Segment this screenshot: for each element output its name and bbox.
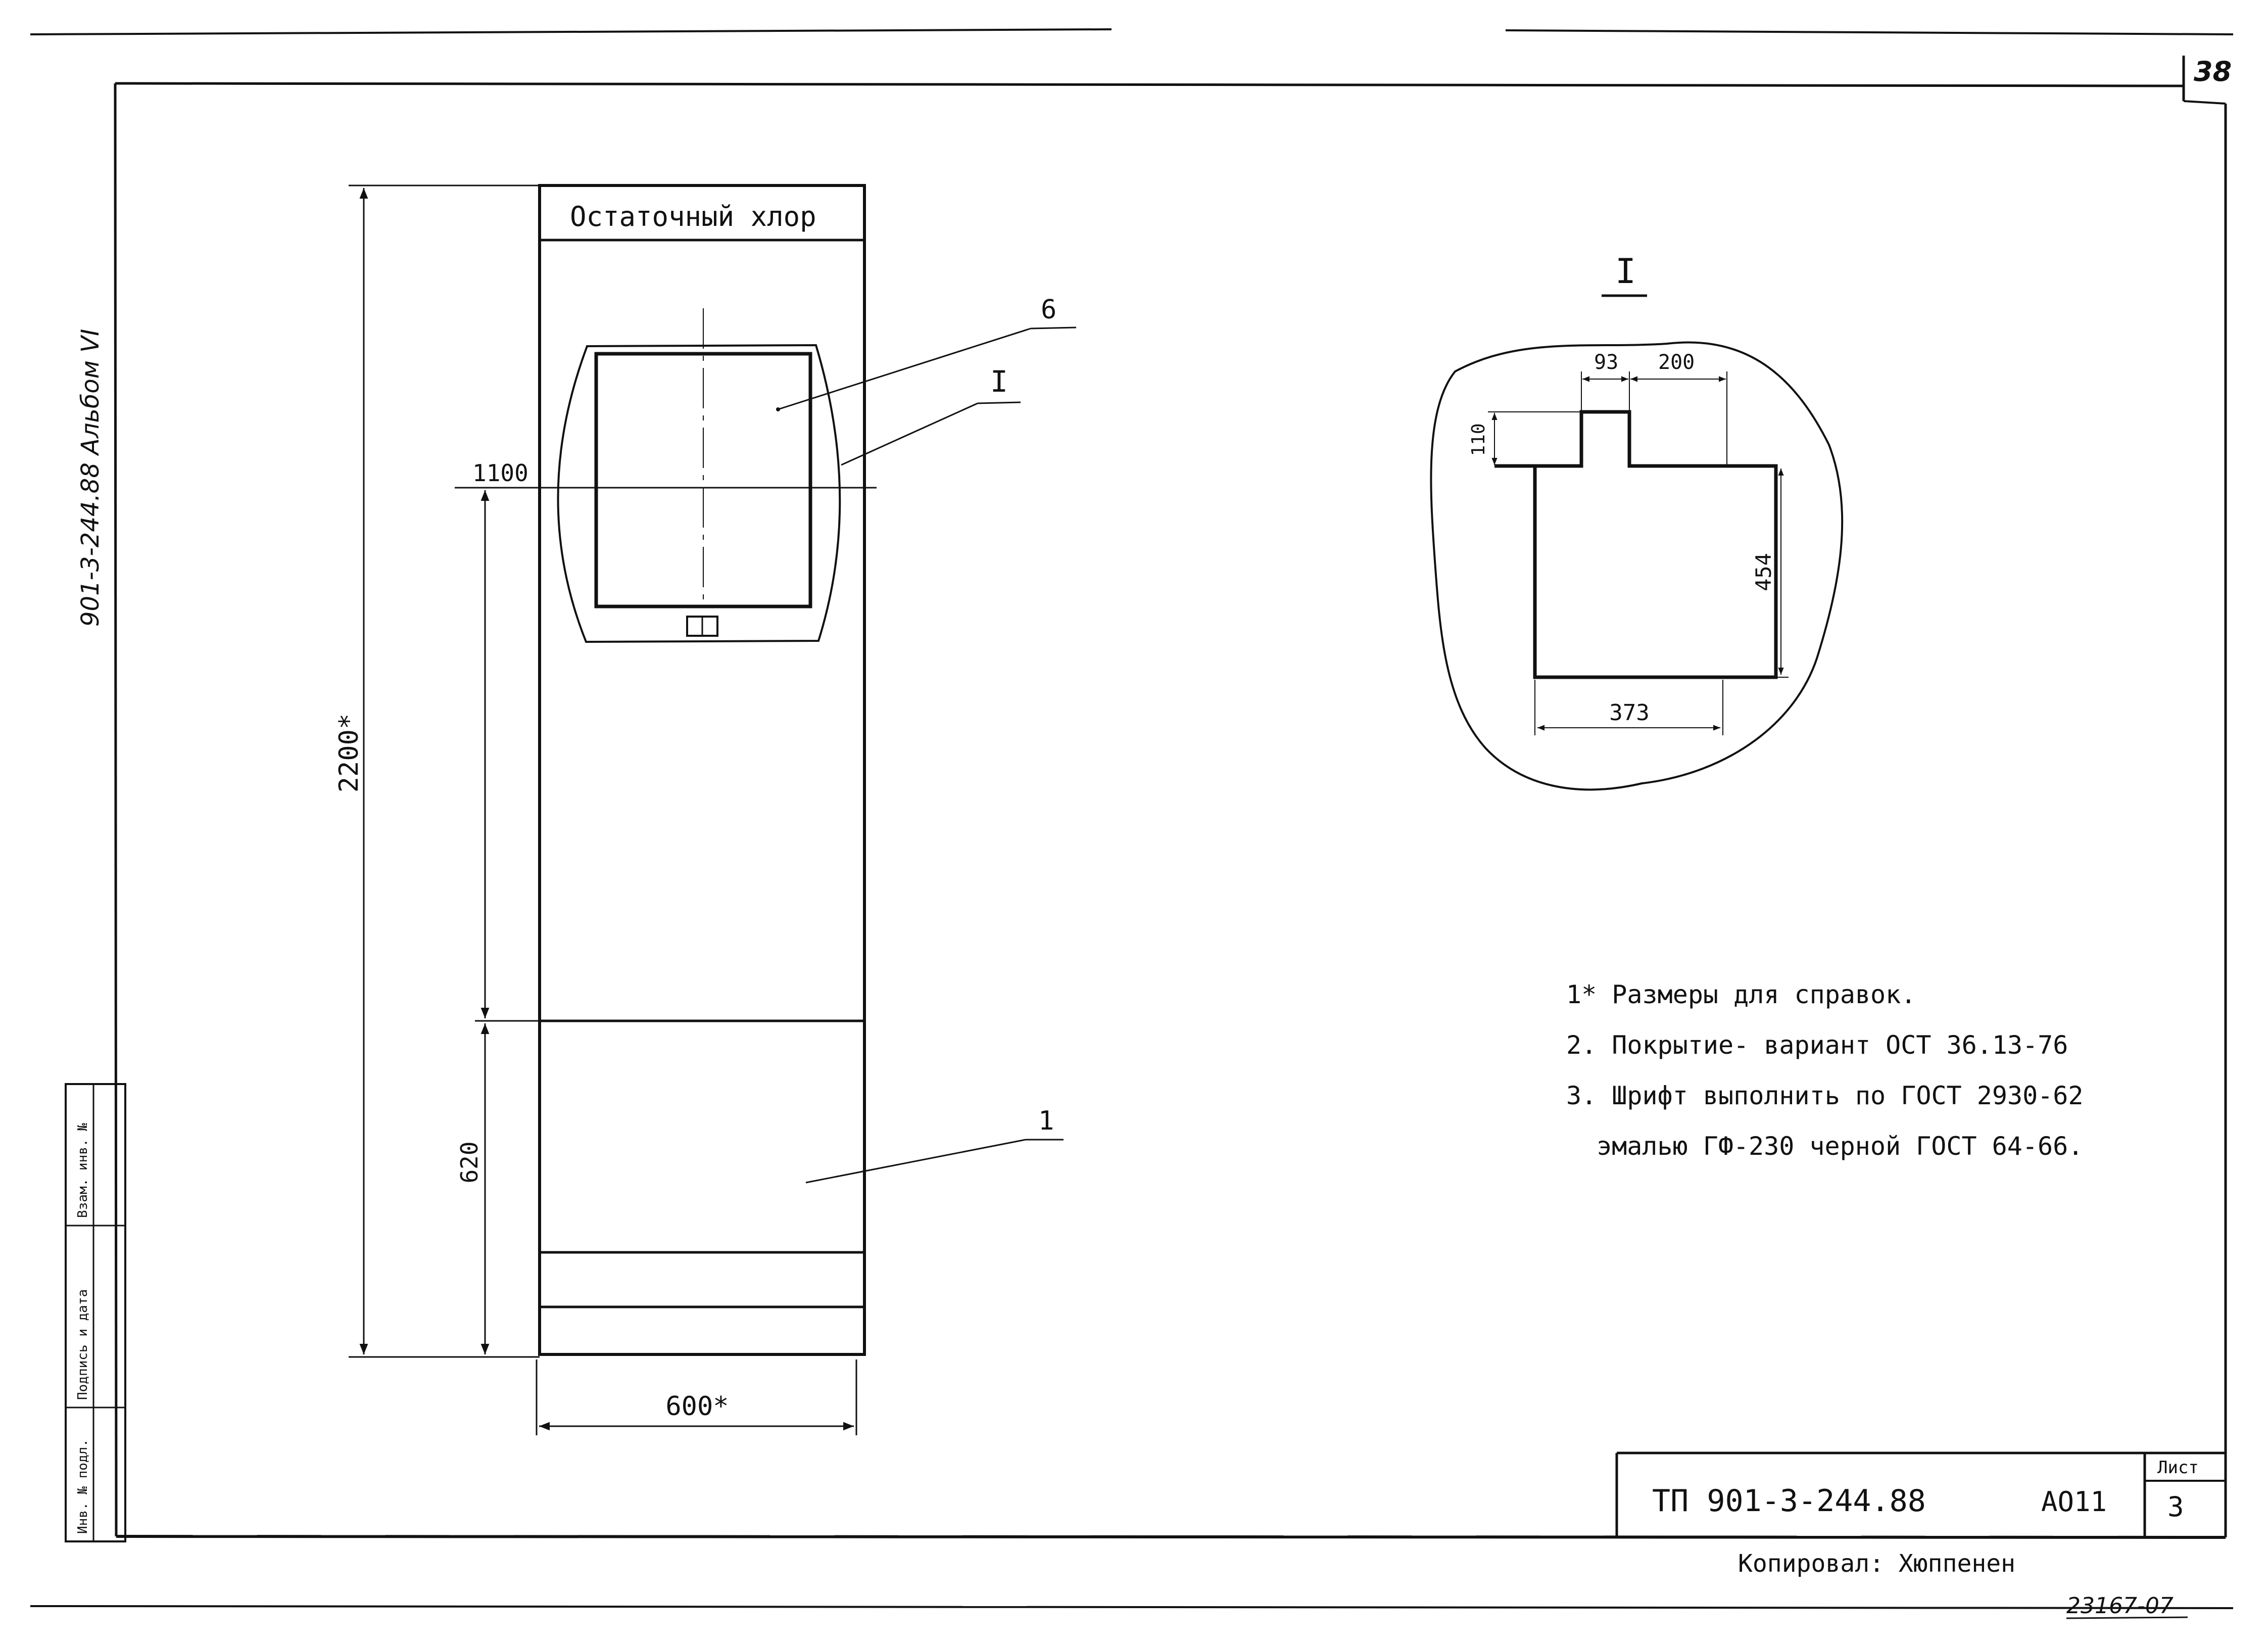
stamp-replaces-inventory: Взам. инв. № bbox=[75, 1123, 90, 1218]
dim-detail-tab-height: 110 bbox=[1468, 423, 1489, 456]
detail-title: I bbox=[1615, 252, 1636, 292]
dim-detail-width: 373 bbox=[1609, 700, 1649, 726]
sheet-frame bbox=[114, 56, 2227, 1539]
dim-cabinet-height: 2200* bbox=[334, 714, 364, 793]
cabinet-dimensions bbox=[349, 184, 877, 1435]
title-designation: ТП 901-3-244.88 bbox=[1652, 1483, 1926, 1519]
dim-detail-top-right: 200 bbox=[1658, 351, 1695, 374]
footer-order-number: 23167-07 bbox=[2066, 1593, 2174, 1619]
detail-outline bbox=[1430, 341, 1844, 791]
title-sheet-number: 3 bbox=[2167, 1491, 2184, 1523]
note-1: 1* Размеры для справок. bbox=[1566, 980, 1916, 1009]
callout-leaders bbox=[776, 326, 1077, 1184]
dim-cabinet-width: 600* bbox=[665, 1391, 729, 1422]
dim-detail-notch: 93 bbox=[1594, 351, 1618, 374]
dim-detail-height: 454 bbox=[1751, 553, 1776, 591]
notes-block: 1* Размеры для справок. 2. Покрытие- вар… bbox=[1566, 980, 2084, 1161]
footer-copied-by: Копировал: Хюппенен bbox=[1738, 1550, 2015, 1578]
stamp-signature-date: Подпись и дата bbox=[75, 1289, 90, 1400]
note-3: 3. Шрифт выполнить по ГОСТ 2930-62 bbox=[1566, 1081, 2084, 1110]
cabinet-nameplate: Остаточный хлор bbox=[570, 201, 816, 232]
detail-cutout bbox=[1494, 410, 1778, 679]
title-block bbox=[1615, 1451, 2226, 1536]
side-title: 901-3-244.88 Альбом VI bbox=[76, 329, 105, 627]
dim-window-level: 1100 bbox=[472, 459, 528, 487]
cabinet-window bbox=[557, 308, 841, 643]
stamp-inventory-number: Инв. № подл. bbox=[75, 1439, 90, 1534]
title-sheet-label: Лист bbox=[2157, 1458, 2199, 1478]
cabinet-outline bbox=[538, 184, 866, 1356]
page-edges bbox=[30, 28, 2234, 1609]
callout-body-number: 1 bbox=[1038, 1106, 1054, 1136]
side-stamp bbox=[65, 1083, 126, 1542]
corner-sheet-number: 38 bbox=[2194, 56, 2232, 87]
dim-lower-level: 620 bbox=[456, 1141, 483, 1183]
callout-detail-mark: I bbox=[990, 364, 1008, 399]
note-3-continued: эмалью ГФ-230 черной ГОСТ 64-66. bbox=[1597, 1132, 2083, 1161]
callout-panel-number: 6 bbox=[1041, 295, 1056, 325]
detail-dimensions bbox=[1488, 371, 1789, 735]
note-2: 2. Покрытие- вариант ОСТ 36.13-76 bbox=[1566, 1030, 2068, 1060]
title-code: АО11 bbox=[2041, 1486, 2107, 1518]
